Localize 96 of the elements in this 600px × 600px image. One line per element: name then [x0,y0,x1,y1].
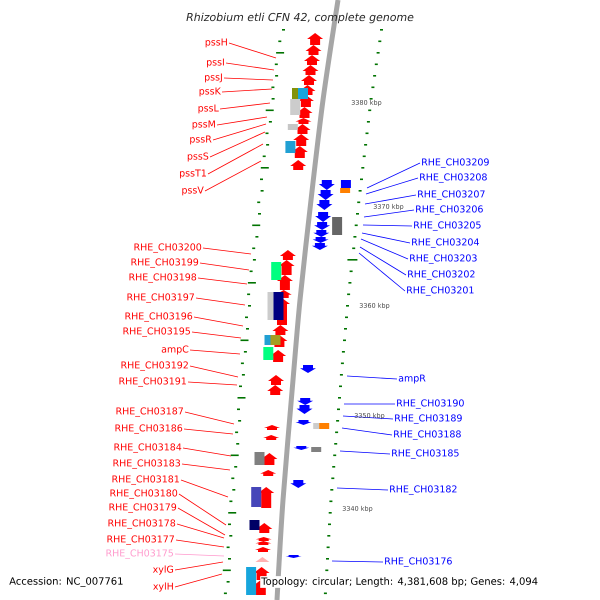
leader-line [178,508,226,536]
gene-label: RHE_CH03179 [109,503,176,513]
leader-line [224,78,274,80]
leader-line [340,450,390,454]
gene-label: RHE_CH03175 [106,549,173,559]
leader-line [222,88,272,92]
leader-line [174,574,222,588]
gene-label: RHE_CH03187 [116,407,183,417]
leader-line [176,540,224,548]
leader-line [210,132,266,158]
leader-line [220,102,270,110]
leader-line [182,464,230,470]
gene-label: RHE_CH03189 [395,414,462,424]
gene-label: pssV [182,186,204,196]
gene-label: RHE_CH03201 [407,286,474,296]
leader-line [190,366,238,378]
gene-label: RHE_CH03177 [107,535,174,545]
gene-label: RHE_CH03202 [408,270,474,280]
gene-label: RHE_CH03176 [385,557,452,567]
gene-label: RHE_CH03191 [119,377,186,387]
gene-label: pssR [190,136,212,144]
gene-label: RHE_CH03197 [127,293,194,303]
gene-label: RHE_CH03183 [113,459,180,469]
title: Rhizobium etli CFN 42, complete genome [186,12,414,24]
leader-line [182,448,232,456]
leader-line [196,298,246,306]
leader-line [358,252,406,292]
leader-line [200,262,250,270]
leader-line [198,278,248,284]
leader-line [216,116,268,126]
leader-line [176,524,224,538]
gene-label: RHE_CH03186 [115,424,182,434]
footer-text: Accession: NC_007761 [8,576,124,588]
gene-label: RHE_CH03208 [420,173,487,183]
leader-line [190,350,240,354]
leader-line [228,42,276,58]
gene-label: RHE_CH03199 [131,258,198,268]
leader-line [184,412,234,424]
footer-text: Topology: circular; Length: 4,381,608 bp; Genes: 4,094 [260,576,540,588]
leader-line [194,316,244,326]
gene-label: RHE_CH03207 [418,190,485,200]
gene-label: RHE_CH03195 [123,327,190,337]
gene-label: RHE_CH03178 [108,519,176,529]
leader-line [202,248,252,254]
gene-label: RHE_CH03203 [410,254,477,264]
gene-label: RHE_CH03190 [397,399,464,409]
leader-line [226,62,274,70]
gene-label: RHE_CH03188 [394,430,461,440]
gene-label: pssM [192,120,215,130]
gene-label: RHE_CH03196 [125,312,192,322]
leader-line [336,488,388,490]
gene-label: pssJ [205,74,222,82]
leader-line [346,376,398,380]
gene-label: pssH [206,38,227,48]
leader-line [362,232,410,244]
leader-line [362,224,412,226]
leader-line [212,124,266,140]
leader-line [364,210,414,218]
leader-line [366,162,420,188]
gene-label: RHE_CH03185 [392,449,459,459]
gene-label: xylH [153,582,173,592]
leader-line [360,238,408,260]
gene-label: ampR [398,374,426,384]
gene-label: RHE_CH03192 [121,361,188,371]
leader-line [342,416,394,420]
leader-line [184,428,234,434]
gene-label: RHE_CH03204 [412,238,479,248]
gene-label: RHE_CH03181 [112,475,179,485]
gene-label: pssI [207,58,224,68]
gene-label: pssL [198,104,219,114]
leader-line [174,562,224,570]
gene-label: RHE_CH03205 [414,221,481,231]
gene-label: RHE_CH03180 [110,489,178,499]
leader-line [204,160,262,192]
leader-line [180,480,228,498]
leader-line [366,178,418,194]
gene-label: pssT1 [180,170,206,178]
gene-label: pssS [188,152,208,162]
leader-line [342,428,392,436]
gene-label: xylG [152,565,174,575]
leader-line [188,382,238,386]
gene-label: RHE_CH03184 [114,443,182,453]
leader-line [174,554,224,556]
leader-line [360,246,406,276]
gene-label: pssK [200,88,221,96]
leader-line [364,194,416,204]
gene-label: RHE_CH03198 [129,273,196,283]
gene-label: RHE_CH03209 [422,158,489,168]
leader-line [178,494,226,526]
gene-label: RHE_CH03182 [390,485,456,495]
gene-label: RHE_CH03206 [416,205,483,215]
gene-label: RHE_CH03200 [134,243,202,253]
leader-line [332,560,384,562]
leader-line [192,332,242,338]
leader-line [208,144,264,174]
gene-label: ampC [162,346,188,354]
